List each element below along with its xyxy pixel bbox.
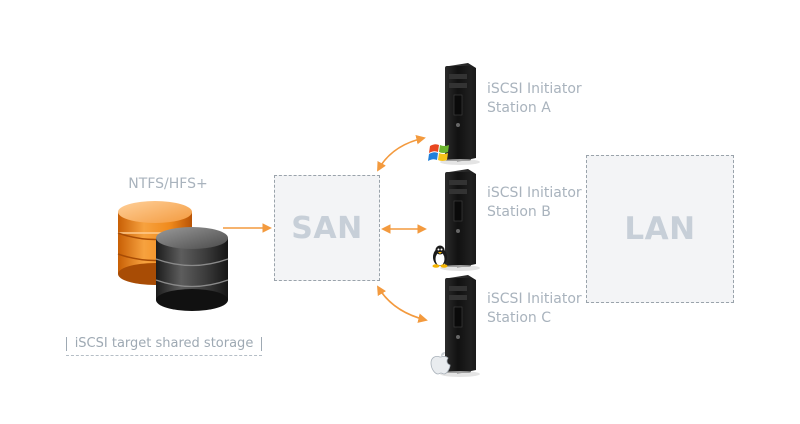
station-a-line1: iSCSI Initiator bbox=[487, 81, 582, 97]
station-c-line1: iSCSI Initiator bbox=[487, 291, 582, 307]
station-b-line2: Station B bbox=[487, 204, 551, 220]
station-a-line2: Station A bbox=[487, 100, 551, 116]
filesystem-label: NTFS/HFS+ bbox=[128, 176, 208, 192]
station-c-tower-icon bbox=[440, 275, 480, 377]
san-station-a-arrow bbox=[377, 134, 426, 172]
station-a-label: iSCSI Initiator Station A bbox=[487, 80, 582, 118]
connection-arrows bbox=[223, 134, 428, 323]
san-label: SAN bbox=[291, 210, 363, 246]
station-c-label: iSCSI Initiator Station C bbox=[487, 290, 582, 328]
storage-caption-text: iSCSI target shared storage bbox=[74, 336, 254, 351]
station-b-tower-icon bbox=[440, 169, 480, 271]
windows-logo-icon bbox=[428, 144, 449, 161]
san-station-c-arrow bbox=[377, 285, 428, 323]
linux-penguin-icon bbox=[432, 245, 448, 268]
storage-dark-disk-stack-icon bbox=[155, 227, 229, 311]
station-c-line2: Station C bbox=[487, 310, 551, 326]
apple-mac-icon bbox=[430, 352, 451, 375]
storage-caption: iSCSI target shared storage bbox=[64, 334, 264, 356]
lan-box: LAN bbox=[586, 155, 734, 303]
san-box: SAN bbox=[274, 175, 380, 281]
storage-caption-underline bbox=[66, 355, 262, 356]
lan-label: LAN bbox=[624, 211, 696, 247]
station-b-line1: iSCSI Initiator bbox=[487, 185, 582, 201]
station-a-tower-icon bbox=[440, 63, 480, 165]
station-b-label: iSCSI Initiator Station B bbox=[487, 184, 582, 222]
